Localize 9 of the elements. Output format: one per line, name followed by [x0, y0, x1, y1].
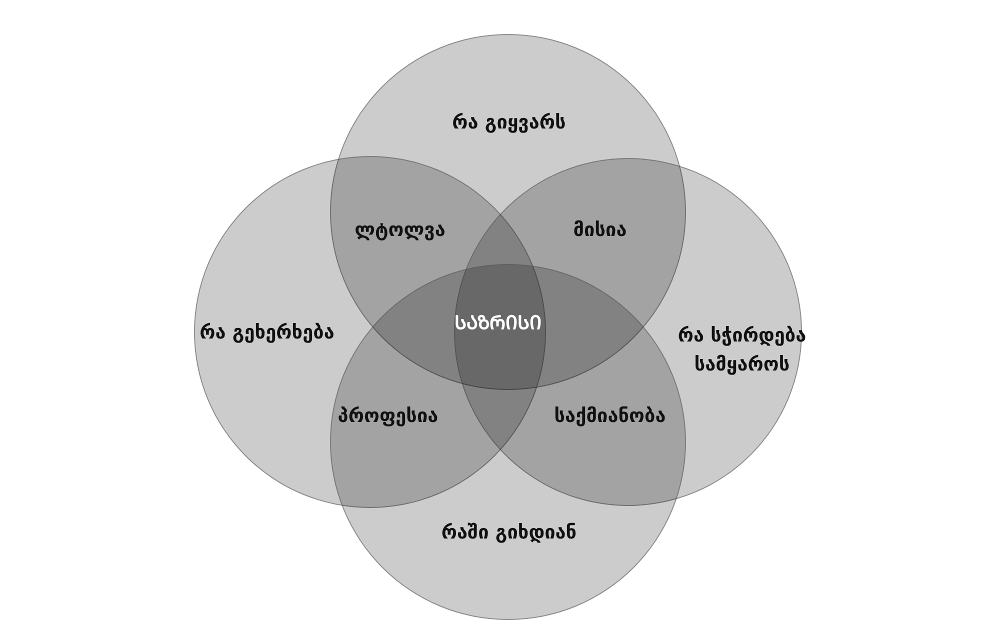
circle-label: რა გიყვარს: [452, 110, 566, 136]
circle-label: რაში გიხდიან: [441, 520, 577, 546]
overlap-label: მისია: [573, 219, 627, 241]
circle-label: რა გეხერხება: [200, 320, 334, 346]
circle-label: რა სჭირდება სამყაროს: [678, 324, 806, 378]
overlap-label: საქმიანობა: [554, 405, 666, 427]
overlap-label: პროფესია: [338, 405, 438, 427]
center-label: ᲡᲐᲖᲠᲘᲡᲘ: [454, 311, 542, 335]
overlap-label: ლტოლვა: [354, 219, 446, 241]
